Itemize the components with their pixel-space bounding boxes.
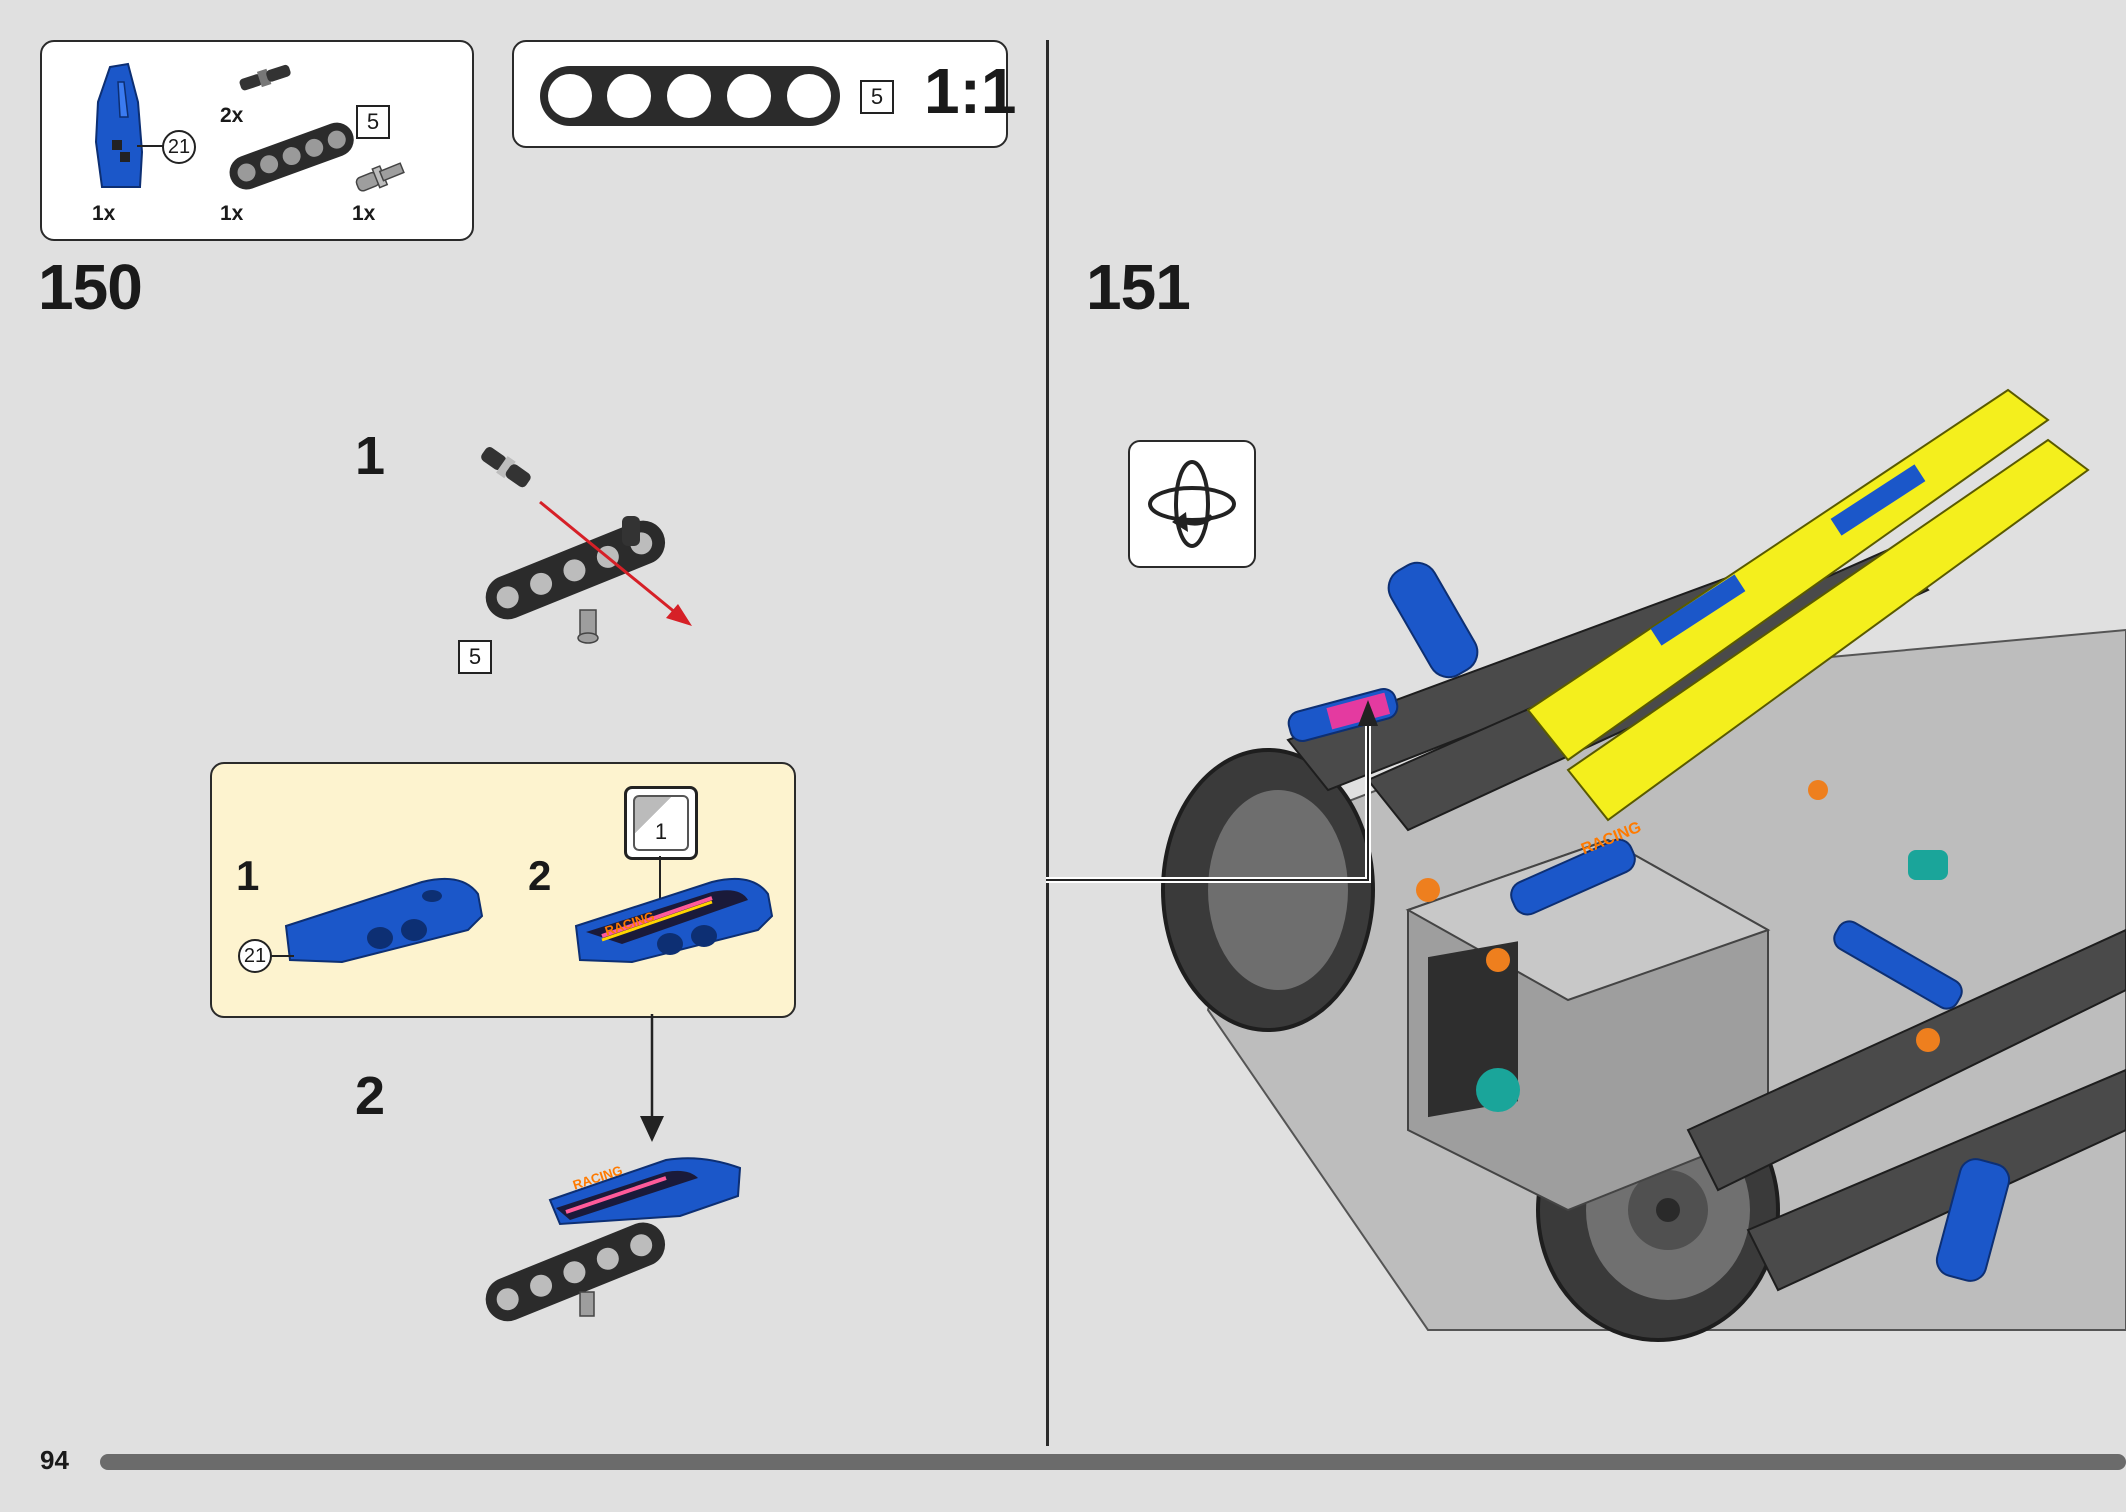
pin-connector-icon (239, 64, 291, 91)
scale-panel: 5 1:1 (512, 40, 1017, 148)
substep-1-illustration (481, 447, 692, 644)
page-divider (1046, 40, 1049, 1446)
substep-2-illustration (485, 1157, 742, 1322)
blue-panel-stickered-icon (574, 877, 774, 964)
part-callout-21: 21 (162, 130, 196, 164)
scale-ratio: 1:1 (924, 55, 1017, 127)
step-150-number: 150 (38, 251, 143, 323)
progress-bar (100, 1454, 2126, 1470)
part-qty-liftarm: 1x (220, 202, 244, 225)
part-qty-blue-panel: 1x (92, 202, 116, 225)
liftarm-length-label: 5 (356, 105, 390, 139)
axle-pin-icon (355, 162, 405, 192)
substep-1-length-label: 5 (458, 640, 492, 674)
parts-list-panel: 21 1x 2x 5 1x 1x (40, 40, 474, 241)
sticker-number: 1 (654, 819, 668, 844)
part-qty-axle-pin: 1x (352, 202, 376, 225)
blue-panel-plain-icon (284, 877, 484, 964)
vehicle-model-illustration (1046, 388, 2126, 1342)
liftarm-5-icon (229, 122, 354, 190)
blue-panel-part-icon (94, 62, 144, 188)
sticker-callout-21: 21 (238, 939, 272, 973)
step-151-number: 151 (1086, 251, 1191, 323)
sticker-icon: 1 (624, 786, 698, 860)
subassembly-arrow (640, 1014, 664, 1142)
rotate-model-icon (1128, 440, 1256, 568)
callout-leader-2 (270, 955, 294, 957)
part-qty-pin-connector: 2x (220, 104, 244, 127)
scale-length-label: 5 (860, 80, 894, 114)
sticker-subassembly-panel: 1 2 21 1 RACING (210, 762, 796, 1018)
sticker-sub-1-label: 1 (236, 852, 260, 899)
sticker-sub-2-label: 2 (528, 852, 552, 899)
step-150-substep-1-label: 1 (355, 426, 386, 486)
page-number: 94 (40, 1445, 69, 1475)
liftarm-scale-icon (540, 66, 840, 126)
step-150-substep-2-label: 2 (355, 1066, 386, 1126)
sticker-leader (659, 856, 661, 900)
